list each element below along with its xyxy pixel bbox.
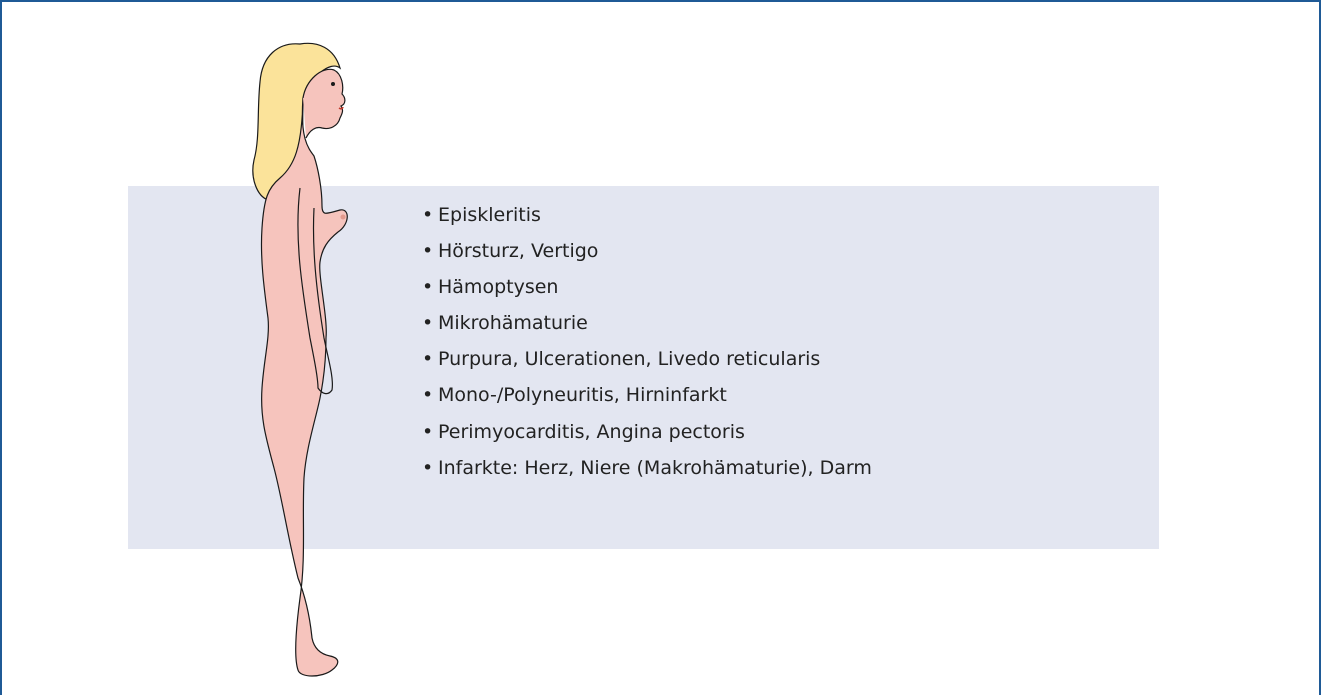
- bullet-icon: •: [422, 341, 438, 377]
- bullet-icon: •: [422, 197, 438, 233]
- bullet-icon: •: [422, 269, 438, 305]
- bullet-icon: •: [422, 305, 438, 341]
- body-shape: [261, 98, 347, 676]
- bullet-icon: •: [422, 233, 438, 269]
- bullet-icon: •: [422, 377, 438, 413]
- eye-mark: [331, 82, 335, 86]
- list-item: •Perimyocarditis, Angina pectoris: [422, 414, 872, 450]
- bullet-icon: •: [422, 414, 438, 450]
- list-item: •Infarkte: Herz, Niere (Makrohämaturie),…: [422, 450, 872, 486]
- list-item: •Episkleritis: [422, 197, 872, 233]
- female-body-figure-icon: [230, 38, 380, 698]
- bullet-icon: •: [422, 450, 438, 486]
- list-item: •Mono-/Polyneuritis, Hirninfarkt: [422, 377, 872, 413]
- nipple-mark: [341, 215, 346, 220]
- list-item: •Mikrohämaturie: [422, 305, 872, 341]
- list-item: •Purpura, Ulcerationen, Livedo reticular…: [422, 341, 872, 377]
- list-item: •Hämoptysen: [422, 269, 872, 305]
- list-item: •Hörsturz, Vertigo: [422, 233, 872, 269]
- symptom-list: •Episkleritis •Hörsturz, Vertigo •Hämopt…: [422, 197, 872, 486]
